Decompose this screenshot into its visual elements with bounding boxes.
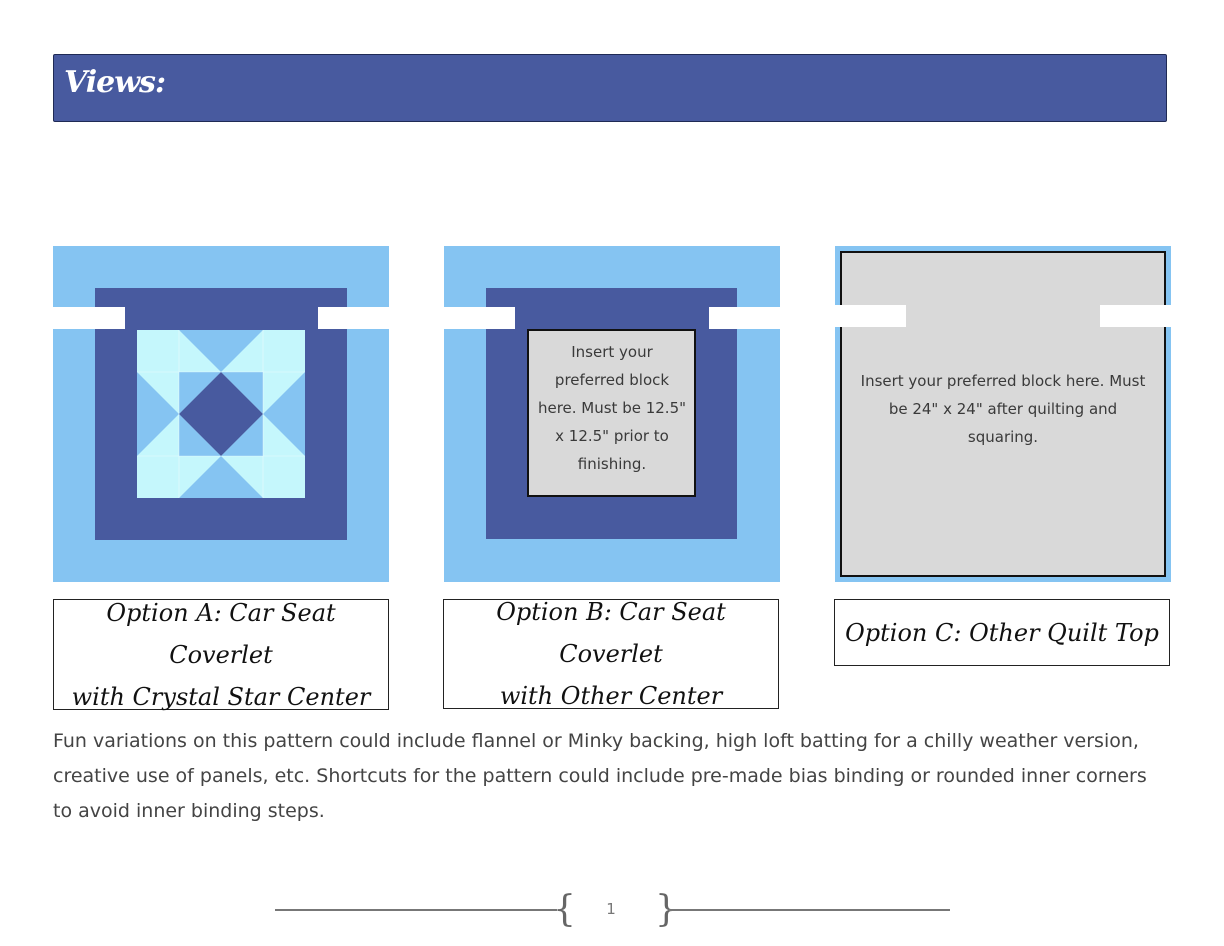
footer-right-brace: } <box>655 889 678 930</box>
option-c-caption: Option C: Other Quilt Top <box>834 599 1170 666</box>
other-quilt-top-diagram <box>835 246 1171 582</box>
option-a-illustration <box>53 246 389 582</box>
caption-line: Option A: Car Seat Coverlet <box>106 598 336 669</box>
option-b-illustration: Insert your preferred block here. Must b… <box>444 246 780 582</box>
section-header: Views: <box>53 54 1167 122</box>
option-a-caption: Option A: Car Seat Coverlet with Crystal… <box>53 599 389 711</box>
caption-line: with Other Center <box>499 682 723 710</box>
caption-line: Option B: Car Seat Coverlet <box>496 598 726 668</box>
footer-rule-left <box>275 909 557 911</box>
other-center-quilt-diagram <box>444 246 780 582</box>
footer-rule-right <box>669 909 950 911</box>
page-number: 1 <box>606 900 616 918</box>
section-title: Views: <box>64 65 166 100</box>
caption-line: Option C: Other Quilt Top <box>845 618 1159 647</box>
crystal-star-quilt-diagram <box>53 246 389 582</box>
page-footer: { 1 } <box>275 890 950 930</box>
block-placeholder-note: Insert your preferred block here. Must b… <box>860 372 1146 446</box>
variations-paragraph: Fun variations on this pattern could inc… <box>53 730 1147 822</box>
caption-line: with Crystal Star Center <box>71 682 371 711</box>
option-c-illustration: Insert your preferred block here. Must b… <box>835 246 1171 582</box>
footer-left-brace: { <box>553 889 576 930</box>
block-placeholder-note: Insert your preferred block here. Must b… <box>537 343 687 473</box>
option-b-caption: Option B: Car Seat Coverlet with Other C… <box>443 598 779 710</box>
